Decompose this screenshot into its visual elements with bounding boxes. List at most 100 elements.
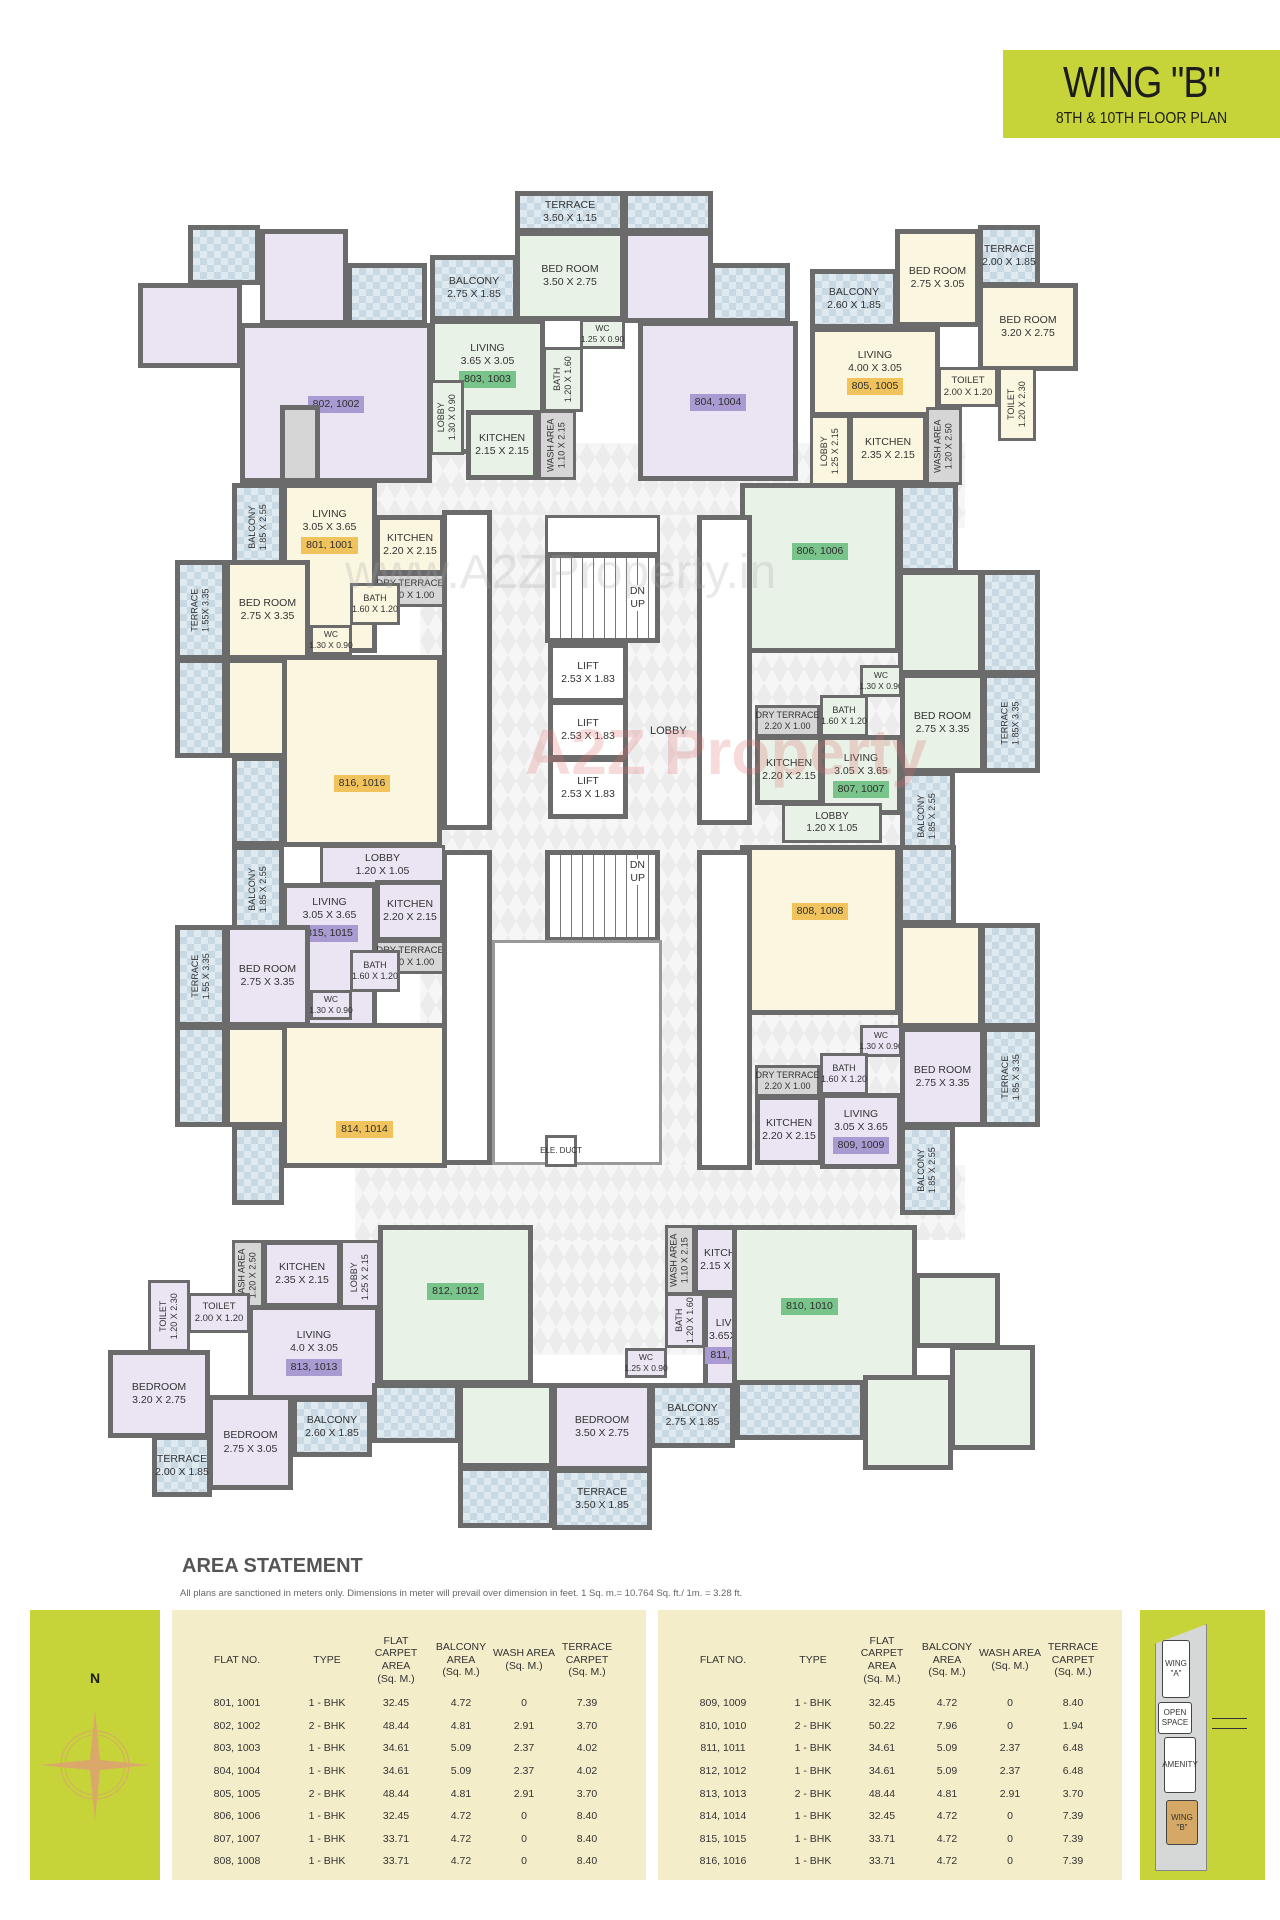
cell-balcony-area: 4.81 (936, 1787, 958, 1800)
cell-type: 2 - BHK (794, 1719, 832, 1732)
cell-wash-area: 2.37 (513, 1742, 535, 1755)
flat-810-bedroom2 (950, 1345, 1035, 1450)
flat-802-living: 802, 1002 (240, 323, 432, 483)
ele-duct: ELE. DUCT (540, 1135, 582, 1167)
flat-808-living: 808, 1008 (740, 845, 900, 1015)
cell-type: 2 - BHK (308, 1787, 346, 1800)
north-label: N (89, 1670, 101, 1686)
cell-balcony-area: 4.72 (936, 1810, 958, 1823)
cell-carpet-area: 50.22 (868, 1719, 896, 1732)
cell-carpet-area: 33.71 (868, 1855, 896, 1868)
flat-802-terrace (188, 225, 260, 285)
cell-carpet-area: 32.45 (868, 1810, 896, 1823)
cell-type: 1 - BHK (308, 1832, 346, 1845)
flat-812-terrace (458, 1466, 554, 1528)
cell-type: 1 - BHK (794, 1742, 832, 1755)
flat-808-balcony (898, 845, 956, 925)
stair-up-label-2: UP (628, 872, 647, 886)
cell-terrace-carpet: 6.48 (1062, 1765, 1084, 1778)
cell-flat-no: 807, 1007 (213, 1832, 261, 1845)
flat-804-bedroom (623, 231, 713, 323)
cell-type: 1 - BHK (308, 1742, 346, 1755)
cell-wash-area: 0 (1007, 1855, 1013, 1868)
core-void-right-bottom (697, 850, 752, 1170)
flat-802-balcony (347, 263, 427, 325)
area-statement-title: AREA STATEMENT (182, 1555, 363, 1577)
cell-carpet-area: 32.45 (382, 1697, 410, 1710)
stair-dn-label: DN (627, 584, 647, 598)
key-road-line (1212, 1718, 1247, 1719)
cell-type: 1 - BHK (794, 1765, 832, 1778)
title-box: WING "B" 8TH & 10TH FLOOR PLAN (1003, 50, 1280, 138)
cell-flat-no: 816, 1016 (699, 1855, 747, 1868)
flat-804-terrace (623, 191, 713, 233)
cell-terrace-carpet: 4.02 (576, 1742, 598, 1755)
flat-tag-807: 807, 1007 (832, 781, 890, 799)
cell-terrace-carpet: 6.48 (1062, 1742, 1084, 1755)
cell-balcony-area: 4.72 (450, 1697, 472, 1710)
cell-balcony-area: 7.96 (936, 1719, 958, 1732)
flat-806-living: 806, 1006 (740, 483, 900, 653)
cell-wash-area: 0 (521, 1697, 527, 1710)
flat-804-balcony (710, 263, 790, 323)
cell-type: 1 - BHK (794, 1697, 832, 1710)
cell-carpet-area: 48.44 (868, 1787, 896, 1800)
cell-balcony-area: 5.09 (450, 1742, 472, 1755)
flat-810-toilets (915, 1273, 1000, 1348)
flat-tag-814: 814, 1014 (336, 1120, 393, 1138)
cell-balcony-area: 4.81 (450, 1787, 472, 1800)
header-wash: WASH AREA(Sq. M.) (978, 1647, 1042, 1672)
cell-flat-no: 812, 1012 (699, 1765, 747, 1778)
cell-balcony-area: 4.72 (450, 1832, 472, 1845)
flat-814-balcony (232, 1125, 284, 1205)
staircase-bottom: DN UP (545, 850, 660, 942)
flat-816-living: 816, 1016 (282, 655, 442, 847)
cell-type: 1 - BHK (794, 1810, 832, 1823)
cell-carpet-area: 48.44 (382, 1787, 410, 1800)
cell-type: 2 - BHK (794, 1787, 832, 1800)
cell-type: 1 - BHK (308, 1765, 346, 1778)
flat-814-living: 814, 1014 (282, 1023, 447, 1168)
cell-flat-no: 814, 1014 (699, 1810, 747, 1823)
